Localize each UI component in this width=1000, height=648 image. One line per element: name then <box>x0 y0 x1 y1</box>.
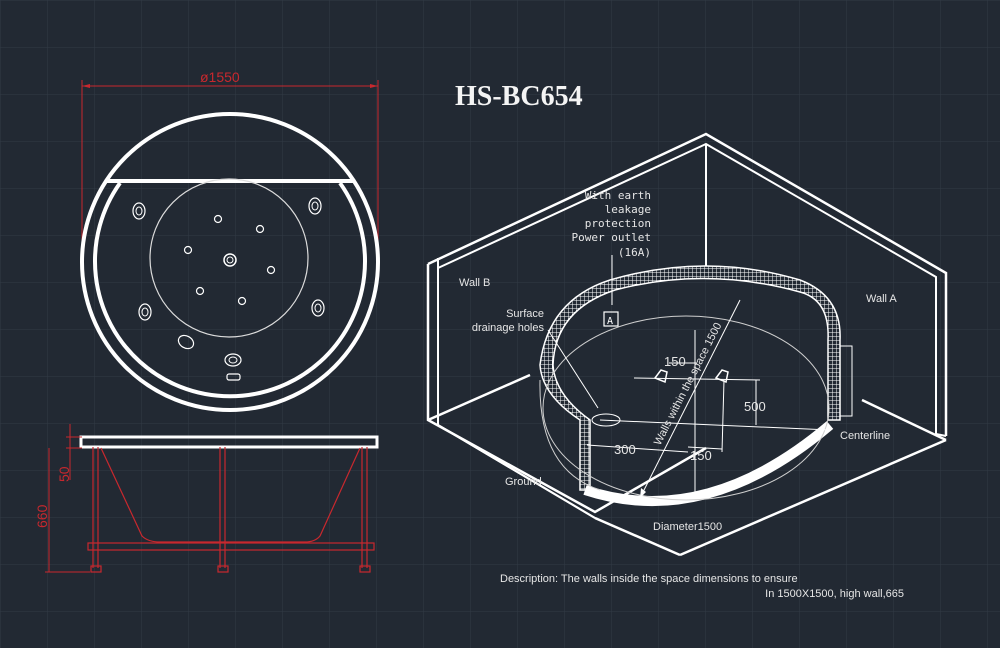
top-view: ø1550 <box>80 69 380 412</box>
diameter-1500-label: Diameter1500 <box>653 521 722 533</box>
svg-text:A: A <box>607 316 613 327</box>
dim-150-top: 150 <box>664 354 686 369</box>
wall-a-label: Wall A <box>866 293 897 305</box>
svg-text:(16A): (16A) <box>618 246 651 259</box>
centerline-label: Centerline <box>840 430 890 442</box>
drainage-note: Surface drainage holes <box>472 308 545 334</box>
rim-height-50-label: 50 <box>56 466 72 482</box>
wall-b-label: Wall B <box>459 277 490 289</box>
ground-label: Ground <box>505 476 542 488</box>
svg-text:With earth: With earth <box>585 189 651 202</box>
svg-text:drainage holes: drainage holes <box>472 322 545 334</box>
height-660-label: 660 <box>34 504 50 528</box>
svg-text:leakage: leakage <box>605 203 651 216</box>
dim-150-bottom: 150 <box>690 448 712 463</box>
description-line-1: Description: The walls inside the space … <box>500 573 798 585</box>
dim-500: 500 <box>744 399 766 414</box>
side-view: 50 660 <box>34 424 379 573</box>
description: Description: The walls inside the space … <box>500 573 904 600</box>
outlet-note: With earth leakage protection Power outl… <box>572 189 651 259</box>
svg-text:Surface: Surface <box>506 308 544 320</box>
svg-text:Power outlet: Power outlet <box>572 231 651 244</box>
svg-text:protection: protection <box>585 217 651 230</box>
model-title: HS-BC654 <box>455 81 583 112</box>
diameter-1550-label: ø1550 <box>200 69 240 85</box>
dim-300: 300 <box>614 442 636 457</box>
description-line-2: In 1500X1500, high wall,665 <box>765 588 904 600</box>
